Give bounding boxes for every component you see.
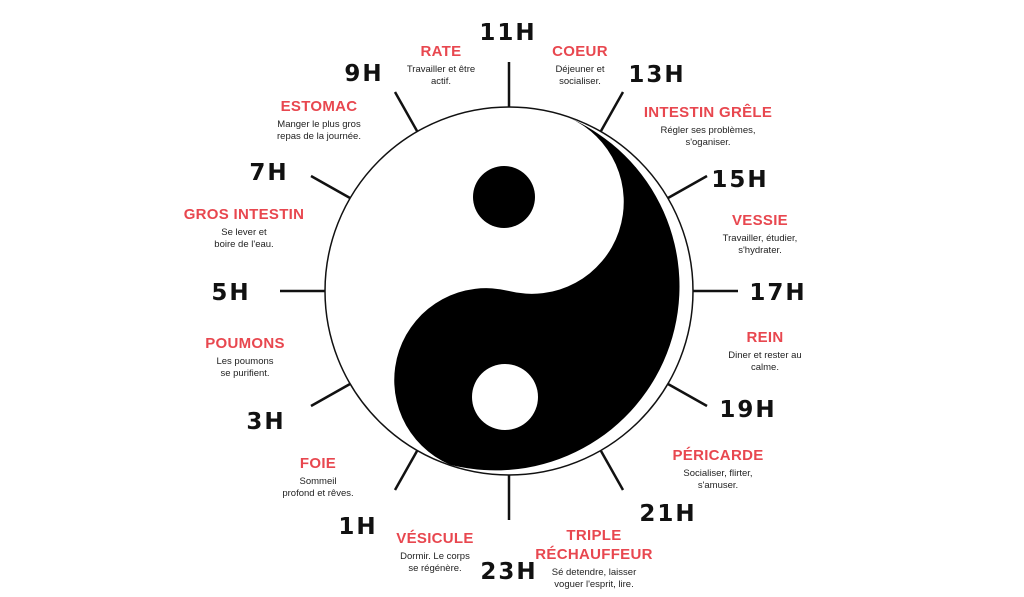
organ-rein: REIN Diner et rester au calme. xyxy=(665,329,865,374)
yin-eye xyxy=(473,166,535,228)
hour-label-17h: 17H xyxy=(749,280,807,306)
hour-label-21h: 21H xyxy=(639,501,697,527)
yang-eye xyxy=(472,364,538,430)
hour-label-5h: 5H xyxy=(211,280,251,306)
organ-name: GROS INTESTIN xyxy=(183,206,305,223)
hour-label-19h: 19H xyxy=(719,397,777,423)
tick-7h xyxy=(310,174,351,200)
hour-label-9h: 9H xyxy=(344,61,384,87)
organ-poumons: POUMONS Les poumons se purifient. xyxy=(145,335,345,380)
hour-ticks xyxy=(280,62,738,520)
organ-name: VÉSICULE xyxy=(396,530,474,547)
organ-name: POUMONS xyxy=(205,335,285,352)
organ-description: Sé detendre, laisser voguer l'esprit, li… xyxy=(551,567,637,590)
organ-pericarde: PÉRICARDE Socialiser, flirter, s'amuser. xyxy=(618,447,818,492)
hour-label-15h: 15H xyxy=(711,167,769,193)
organ-description: Dormir. Le corps se régénère. xyxy=(400,551,470,574)
organ-name: PÉRICARDE xyxy=(672,447,764,464)
yin-shape xyxy=(394,117,680,471)
hour-label-13h: 13H xyxy=(628,62,686,88)
organ-name: ESTOMAC xyxy=(280,98,358,115)
organ-description: Travailler et être actif. xyxy=(406,64,476,87)
organ-description: Déjeuner et socialiser. xyxy=(555,64,605,87)
organ-coeur: COEUR Déjeuner et socialiser. xyxy=(480,43,680,88)
organ-triple-rechauffeur: TRIPLE RÉCHAUFFEUR Sé detendre, laisser … xyxy=(494,526,694,591)
organ-description: Diner et rester au calme. xyxy=(728,350,802,373)
tick-15h xyxy=(667,174,708,200)
tick-1h xyxy=(393,450,419,491)
organ-estomac: ESTOMAC Manger le plus gros repas de la … xyxy=(219,98,419,143)
organ-description: Se lever et boire de l'eau. xyxy=(214,227,274,250)
organ-description: Manger le plus gros repas de la journée. xyxy=(277,119,361,142)
organ-description: Sommeil profond et rêves. xyxy=(282,476,354,499)
hour-label-1h: 1H xyxy=(338,514,378,540)
organ-name: COEUR xyxy=(552,43,608,60)
organ-description: Travailler, étudier, s'hydrater. xyxy=(722,233,798,256)
organ-description: Régler ses problèmes, s'oganiser. xyxy=(660,125,756,148)
organ-name: INTESTIN GRÊLE xyxy=(643,104,773,121)
organ-gros-intestin: GROS INTESTIN Se lever et boire de l'eau… xyxy=(144,206,344,251)
organ-name: REIN xyxy=(746,329,784,346)
organ-name: FOIE xyxy=(299,455,337,472)
hour-label-3h: 3H xyxy=(246,409,286,435)
organ-description: Les poumons se purifient. xyxy=(216,356,274,379)
tick-9h xyxy=(393,91,419,132)
hour-label-23h: 23H xyxy=(480,559,538,585)
tick-21h xyxy=(599,450,625,491)
tick-3h xyxy=(310,382,351,408)
organ-foie: FOIE Sommeil profond et rêves. xyxy=(218,455,418,500)
organ-description: Socialiser, flirter, s'amuser. xyxy=(683,468,753,491)
organ-name: RATE xyxy=(420,43,462,60)
organ-vesicule: VÉSICULE Dormir. Le corps se régénère. xyxy=(335,530,535,575)
tick-13h xyxy=(599,91,625,132)
yin-yang-symbol xyxy=(324,106,694,476)
organ-vessie: VESSIE Travailler, étudier, s'hydrater. xyxy=(660,212,860,257)
hour-label-11h: 11H xyxy=(479,20,537,46)
organ-name: TRIPLE RÉCHAUFFEUR xyxy=(535,527,653,563)
organ-rate: RATE Travailler et être actif. xyxy=(341,43,541,88)
tick-19h xyxy=(667,382,708,408)
hour-label-7h: 7H xyxy=(249,160,289,186)
organ-name: VESSIE xyxy=(732,212,788,229)
organ-intestin-grele: INTESTIN GRÊLE Régler ses problèmes, s'o… xyxy=(608,104,808,149)
